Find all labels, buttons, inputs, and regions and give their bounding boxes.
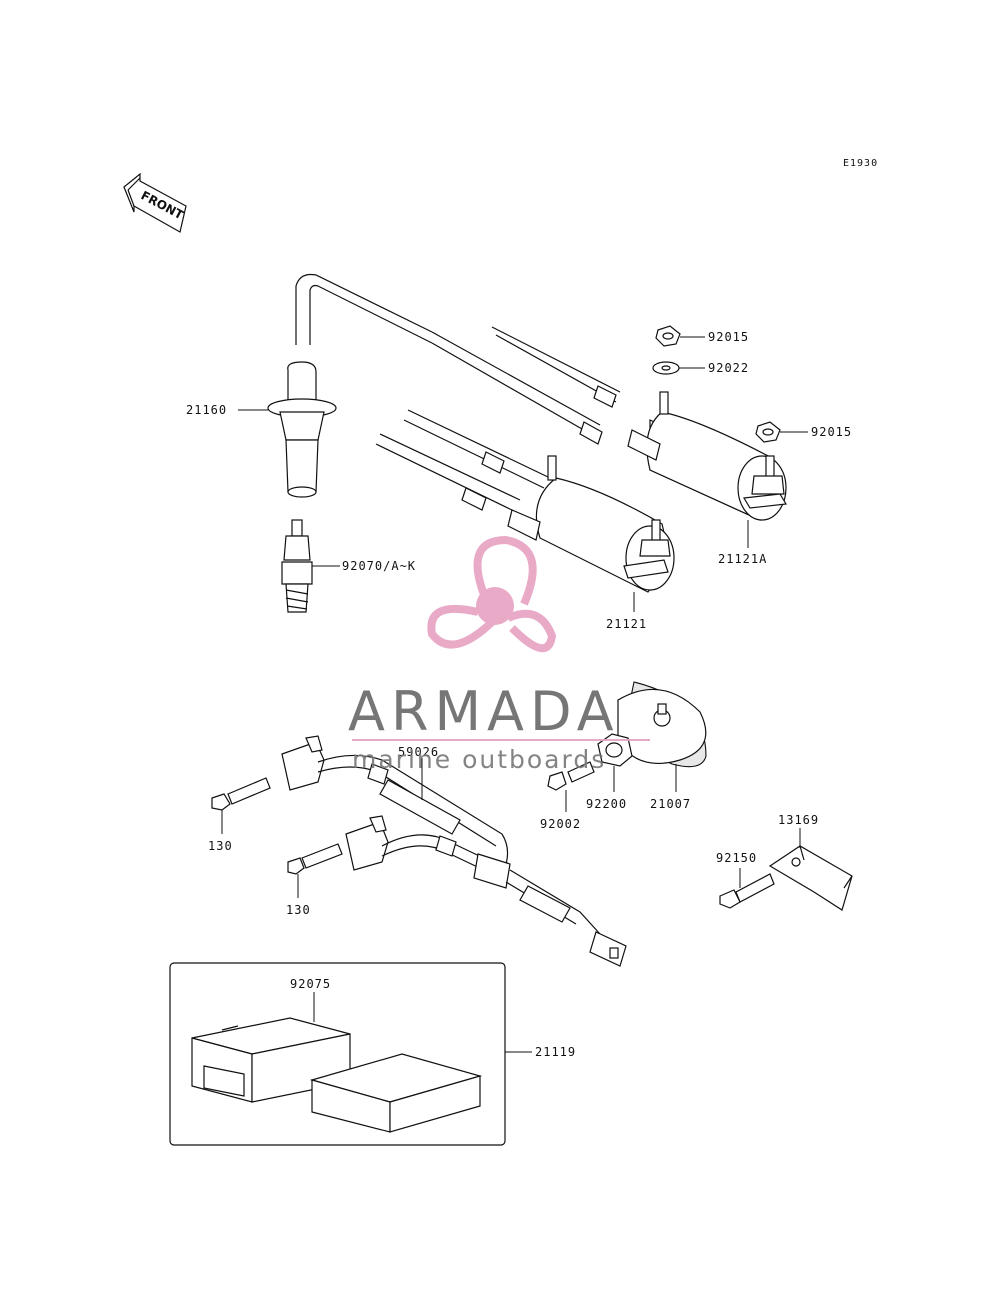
- part-label-130-b: 130: [286, 903, 311, 917]
- propeller-logo-icon: [427, 535, 557, 653]
- cdi-kit-21119: 21119 92075: [169, 962, 576, 1146]
- watermark-tagline: marine outboards: [352, 745, 606, 774]
- part-label-21160: 21160: [186, 403, 227, 417]
- bolt-130-a: 130: [208, 777, 271, 853]
- bolt-92150: 92150: [716, 851, 775, 909]
- front-arrow-icon: FRONT: [123, 172, 187, 233]
- part-label-130-a: 130: [208, 839, 233, 853]
- bolt-92002: 92002: [540, 761, 595, 831]
- pulser-harness-59026: 59026: [281, 735, 627, 967]
- part-label-21121A: 21121A: [718, 552, 767, 566]
- nut-92200: 92200: [586, 733, 633, 811]
- part-label-92015-top: 92015: [708, 330, 749, 344]
- part-label-21007: 21007: [650, 797, 691, 811]
- ignition-wire-21160: [295, 273, 603, 445]
- bracket-13169: 13169: [768, 813, 853, 911]
- nut-92015-top: 92015: [655, 325, 749, 347]
- armada-watermark: ARMADA marine outboards: [348, 535, 650, 774]
- spark-plug-92070: 92070/A~K: [281, 519, 416, 613]
- ignition-coil-21121: 21121: [507, 455, 675, 631]
- part-label-13169: 13169: [778, 813, 819, 827]
- part-label-21119: 21119: [535, 1045, 576, 1059]
- timing-plate-21007: 21007: [617, 681, 707, 811]
- part-label-92070: 92070/A~K: [342, 559, 416, 573]
- nut-92015-right: 92015: [755, 421, 852, 443]
- bolt-130-b: 130: [286, 843, 343, 917]
- part-label-21121: 21121: [606, 617, 647, 631]
- part-label-92075: 92075: [290, 977, 331, 991]
- diagram-code: E1930: [843, 158, 878, 169]
- part-label-92150: 92150: [716, 851, 757, 865]
- part-label-92002: 92002: [540, 817, 581, 831]
- watermark-brand: ARMADA: [348, 680, 620, 743]
- part-label-92200: 92200: [586, 797, 627, 811]
- ignition-wires: [375, 326, 621, 513]
- part-label-92015-right: 92015: [811, 425, 852, 439]
- ignition-coil-21121A: 21121A: [627, 391, 787, 566]
- plug-cap-21160: 21160: [186, 361, 337, 498]
- part-label-92022: 92022: [708, 361, 749, 375]
- part-label-59026: 59026: [398, 745, 439, 759]
- washer-92022: 92022: [652, 361, 749, 375]
